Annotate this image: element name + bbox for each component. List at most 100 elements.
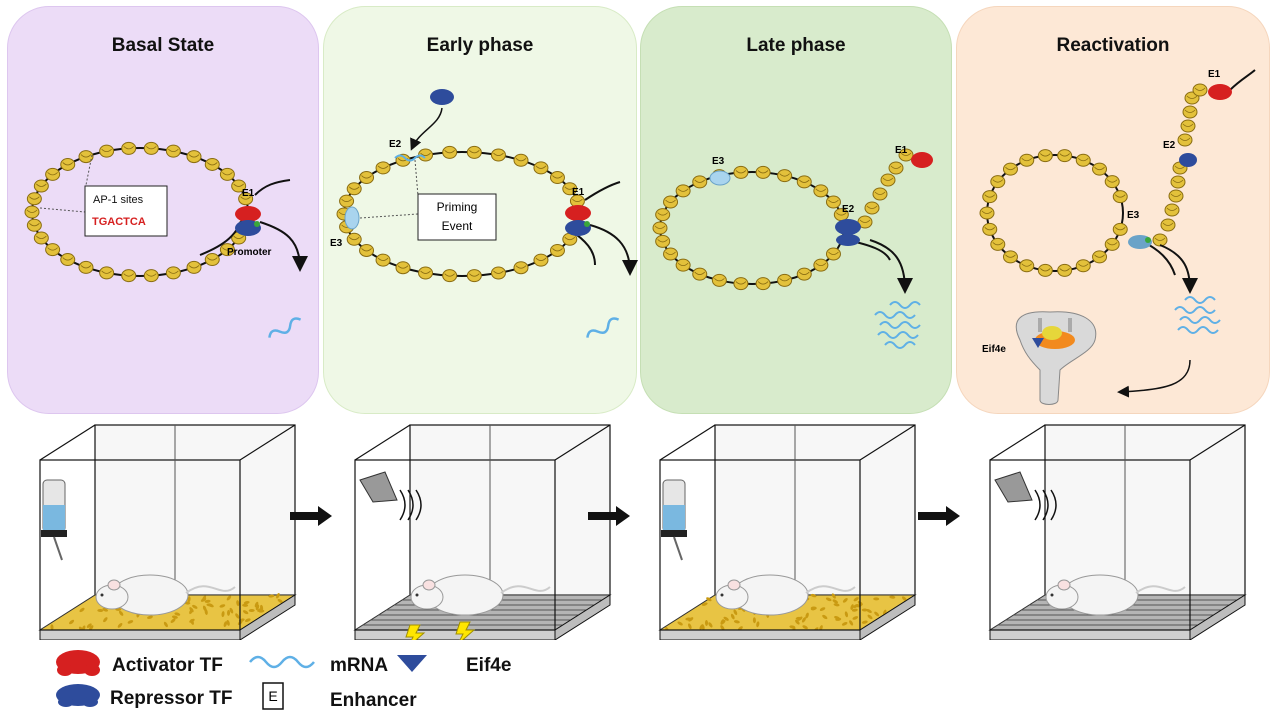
nucleosome: [656, 235, 670, 247]
nucleosome: [61, 158, 75, 170]
nucleosome: [983, 223, 997, 235]
nucleosome: [1113, 191, 1127, 203]
nucleosome: [396, 262, 410, 274]
nucleosome: [514, 154, 528, 166]
nucleosome: [61, 254, 75, 266]
nucleosome: [467, 146, 481, 158]
nucleosome: [1183, 106, 1197, 118]
nucleosome: [826, 248, 840, 260]
repressor-tf: [1179, 153, 1197, 167]
nucleosome: [187, 261, 201, 273]
nucleosome: [881, 174, 895, 186]
nucleosome: [865, 202, 879, 214]
activator-tf: [235, 206, 261, 222]
nucleosome: [797, 176, 811, 188]
nucleosome: [205, 158, 219, 170]
nucleosome: [797, 268, 811, 280]
nucleosome: [1153, 234, 1167, 246]
legend-enhancer: Enhancer: [330, 690, 417, 712]
legend: E Activator TF Repressor TF mRNA Enhance…: [0, 640, 1275, 715]
cage-basal: [40, 425, 295, 640]
chromatin-diagram: E1 Promoter AP-1 sites TGACTCA E1 E2 E3 …: [0, 0, 1275, 415]
nucleosome: [166, 145, 180, 157]
nucleosome: [1076, 154, 1090, 166]
nucleosome: [826, 196, 840, 208]
nucleosome: [1178, 134, 1192, 146]
nucleosome: [656, 209, 670, 221]
nucleosome: [664, 248, 678, 260]
nucleosome: [491, 267, 505, 279]
nucleosome: [664, 196, 678, 208]
nucleosome: [1020, 154, 1034, 166]
nucleosome: [550, 172, 564, 184]
nucleosome: [778, 170, 792, 182]
nucleosome: [25, 206, 39, 218]
activator-tf-icon: [56, 650, 100, 676]
chromatin-loop-reactivation: [980, 70, 1255, 276]
nucleosome: [676, 259, 690, 271]
label-eif4e: Eif4e: [982, 344, 1006, 355]
nucleosome: [693, 176, 707, 188]
nucleosome: [983, 191, 997, 203]
label-e1: E1: [895, 145, 908, 156]
water-bottle: [661, 480, 687, 560]
nucleosome: [1038, 264, 1052, 276]
nucleosome: [144, 142, 158, 154]
nucleosome: [1171, 176, 1185, 188]
nucleosome: [1058, 264, 1072, 276]
nucleosome: [443, 146, 457, 158]
nucleosome: [376, 162, 390, 174]
arrow-icon: [290, 506, 332, 526]
nucleosome: [1003, 163, 1017, 175]
nucleosome: [79, 261, 93, 273]
repressor-tf: [430, 89, 454, 105]
nucleosome: [187, 151, 201, 163]
activator-tf: [1208, 84, 1232, 100]
nucleosome: [205, 254, 219, 266]
nucleosome: [550, 244, 564, 256]
cage-early: [355, 425, 610, 640]
nucleosome: [376, 254, 390, 266]
legend-repressor: Repressor TF: [110, 688, 232, 710]
water-bottle: [41, 480, 67, 560]
nucleosome: [980, 207, 994, 219]
legend-mrna: mRNA: [330, 655, 388, 677]
nucleosome: [1193, 84, 1207, 96]
behavior-cages: [0, 415, 1275, 640]
eif4e-icon: [397, 655, 427, 672]
nucleosome: [46, 168, 60, 180]
nucleosome: [340, 195, 354, 207]
nucleosome: [443, 270, 457, 282]
cage-reactivation: [990, 425, 1245, 640]
nucleosome: [814, 259, 828, 271]
label-e1: E1: [1208, 69, 1221, 80]
enhancer-e3: [345, 207, 359, 229]
nucleosome: [693, 268, 707, 280]
label-e3: E3: [330, 238, 343, 249]
nucleosome: [814, 185, 828, 197]
nucleosome: [1165, 204, 1179, 216]
nucleosome: [27, 219, 41, 231]
dendritic-spine: [1016, 312, 1096, 405]
label-promoter: Promoter: [227, 247, 272, 258]
nucleosome: [889, 162, 903, 174]
nucleosome: [360, 244, 374, 256]
nucleosome: [27, 193, 41, 205]
nucleosome: [756, 166, 770, 178]
nucleosome: [166, 267, 180, 279]
enhancer-box-letter: E: [268, 688, 277, 704]
nucleosome: [1003, 251, 1017, 263]
label-e2: E2: [1163, 140, 1176, 151]
nucleosome: [676, 185, 690, 197]
nucleosome: [534, 162, 548, 174]
repressor-tf: [835, 219, 861, 235]
activator-tf: [911, 152, 933, 168]
nucleosome: [756, 278, 770, 290]
nucleosome: [1038, 150, 1052, 162]
nucleosome: [734, 278, 748, 290]
nucleosome: [122, 142, 136, 154]
nucleosome: [347, 183, 361, 195]
nucleosome: [360, 172, 374, 184]
nucleosome: [1093, 251, 1107, 263]
nucleosome: [46, 244, 60, 256]
